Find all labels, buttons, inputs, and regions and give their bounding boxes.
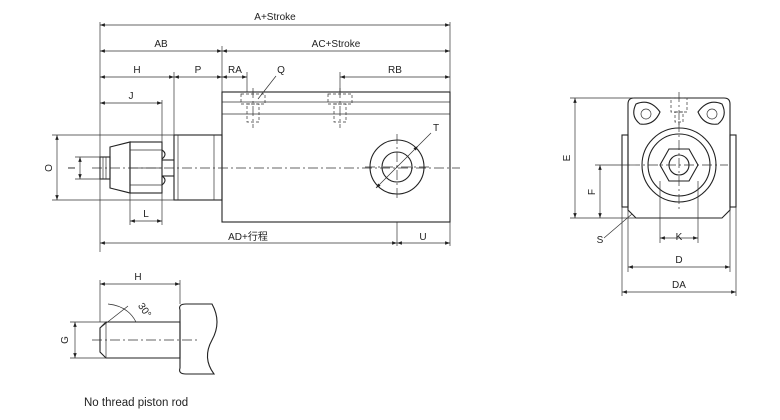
- label-da: DA: [672, 280, 686, 291]
- end-plate: [627, 97, 731, 219]
- label-j: J: [129, 91, 134, 102]
- label-ad-stroke: AD+行程: [228, 230, 268, 243]
- label-l: L: [143, 209, 149, 220]
- label-a-stroke: A+Stroke: [254, 12, 296, 23]
- rod-nut-1: [109, 141, 131, 194]
- label-e: E: [562, 154, 573, 161]
- side-view: A+Stroke AB AC+Stroke H P RA Q RB J T L …: [44, 12, 460, 252]
- label-h-detail: H: [134, 272, 141, 283]
- piston-head: [179, 303, 218, 375]
- label-k: K: [676, 232, 683, 243]
- label-u: U: [419, 232, 426, 243]
- port-t: [365, 132, 432, 200]
- rod-cover: [173, 134, 223, 201]
- mounting-hole-q: [240, 88, 353, 128]
- rod-nut-2: [129, 141, 163, 194]
- label-t: T: [433, 123, 439, 134]
- label-ab: AB: [154, 39, 168, 50]
- label-f: F: [587, 189, 598, 195]
- end-view: E F S K D DA: [562, 92, 737, 296]
- label-p: P: [195, 65, 202, 76]
- label-i: I: [67, 167, 78, 170]
- label-ac-stroke: AC+Stroke: [312, 39, 361, 50]
- label-h: H: [133, 65, 140, 76]
- detail-caption: No thread piston rod: [84, 397, 188, 409]
- label-q: Q: [277, 65, 285, 76]
- label-angle: 30°: [135, 301, 153, 320]
- label-rb: RB: [388, 65, 402, 76]
- hex-nut-k: [659, 148, 699, 182]
- end-flange-left: [621, 134, 629, 208]
- cylinder-body: [221, 91, 451, 223]
- label-o: O: [44, 164, 55, 172]
- label-s: S: [597, 235, 604, 246]
- label-g: G: [60, 336, 71, 344]
- slot-left: [633, 101, 661, 125]
- end-flange-right: [729, 134, 737, 208]
- no-thread-rod-detail: 30° H G No thread piston rod: [60, 272, 218, 409]
- label-ra: RA: [228, 65, 242, 76]
- label-d: D: [675, 255, 682, 266]
- slot-right: [697, 101, 725, 125]
